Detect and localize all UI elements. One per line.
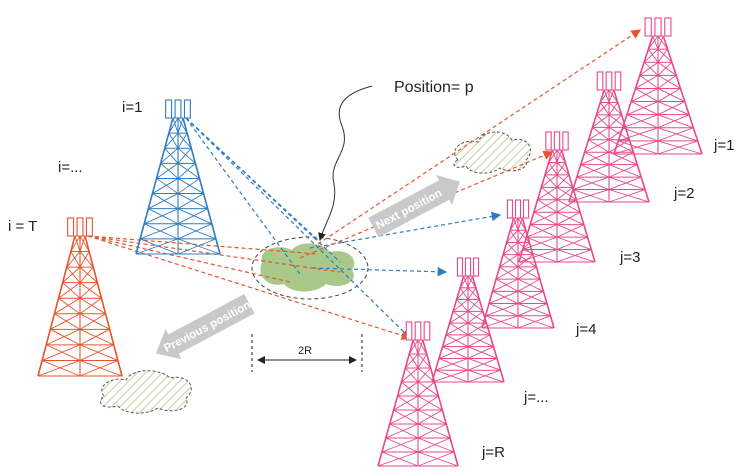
rx-label-3: j=3: [620, 249, 641, 266]
towers-layer: [37, 17, 703, 467]
rx-tower-3: [518, 131, 596, 263]
rx-tower-1: [613, 17, 703, 155]
rx-label-1: j=1: [714, 137, 735, 154]
next-position-arrow: Next position: [368, 175, 460, 238]
rx-label-2: j=2: [674, 185, 695, 202]
coverage-ellipse: [251, 236, 369, 300]
previous-position-label: Previous position: [162, 299, 253, 355]
position-label: Position= p: [394, 79, 474, 96]
rx-tower-R: [377, 321, 459, 467]
two-r-dimension: [251, 334, 363, 372]
previous-position-arrow: Previous position: [155, 293, 255, 360]
signal-lines-blue: [185, 117, 502, 339]
tx-tower-T: [37, 217, 123, 377]
two-r-label: 2R: [298, 345, 312, 357]
rx-label-ellipsis: j=...: [524, 389, 549, 406]
rx-tower-ellipsis: [431, 257, 505, 383]
tx-label-1: i=1: [122, 99, 143, 116]
tx-tower-1: [135, 99, 221, 255]
rx-tower-4: [481, 199, 555, 329]
position-pointer: [318, 85, 373, 241]
cloud-next: [453, 131, 531, 174]
rx-tower-2: [568, 71, 650, 203]
position-area: [260, 243, 355, 292]
cloud-previous: [100, 370, 192, 414]
tx-label-T: i = T: [8, 218, 38, 235]
rx-label-4: j=4: [576, 321, 597, 338]
tx-label-middle: i=...: [58, 159, 83, 176]
rx-label-R: j=R: [482, 444, 505, 461]
